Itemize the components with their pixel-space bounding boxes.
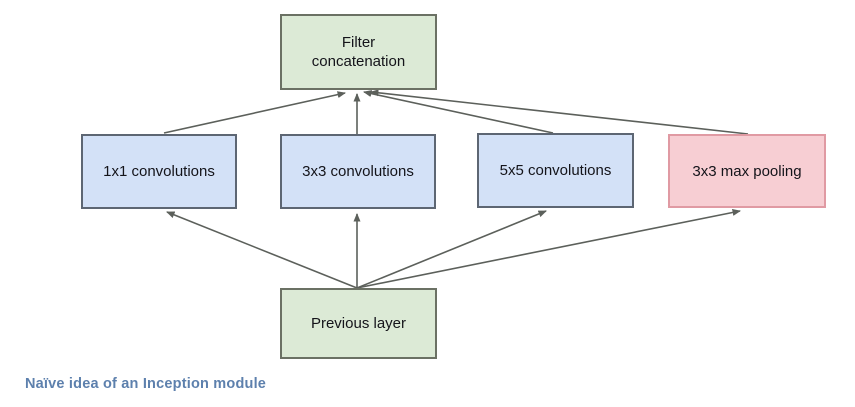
node-1x1-convolutions: 1x1 convolutions <box>81 134 237 209</box>
edge-previous-to-conv1x1 <box>166 211 358 289</box>
edge-conv1x1-to-filter_concat <box>163 91 346 134</box>
node-filter-concatenation: Filter concatenation <box>280 14 437 90</box>
diagram-caption: Naïve idea of an Inception module <box>25 376 267 392</box>
node-3x3-max-pooling: 3x3 max pooling <box>668 134 826 208</box>
edge-previous-to-conv5x5 <box>356 210 547 289</box>
node-3x3-convolutions: 3x3 convolutions <box>280 134 436 209</box>
edge-conv5x5-to-filter_concat <box>363 90 554 134</box>
edge-previous-to-maxpool <box>356 209 741 289</box>
edge-maxpool-to-filter_concat <box>370 89 749 135</box>
node-5x5-convolutions: 5x5 convolutions <box>477 133 634 208</box>
node-previous-layer: Previous layer <box>280 288 437 359</box>
